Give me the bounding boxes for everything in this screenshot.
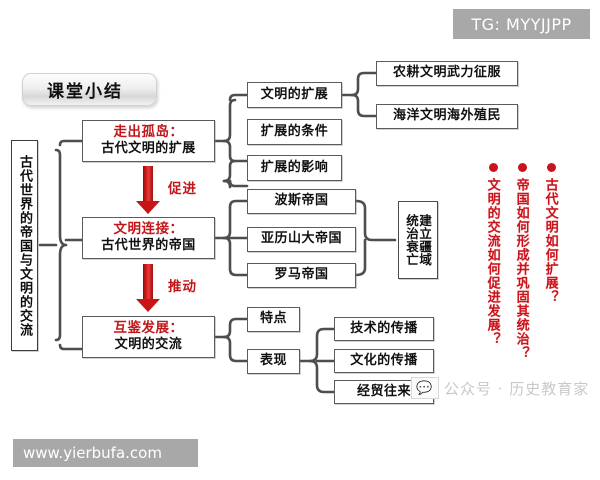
question-bullet-2	[518, 163, 527, 172]
node-persian-empire[interactable]: 波斯帝国	[247, 189, 356, 214]
main-node-2-title: 古代世界的帝国	[101, 237, 196, 253]
node-manifestations[interactable]: 表现	[247, 349, 300, 374]
main-node-2-title-red: 文明连接：	[113, 221, 184, 238]
site-watermark: www.yierbufa.com	[13, 439, 198, 467]
main-node-3-title-red: 互鉴发展：	[113, 320, 184, 337]
wechat-icon: 💬	[411, 377, 439, 399]
arrow-down-1	[136, 166, 160, 214]
question-bullet-1	[547, 163, 556, 172]
main-node-1[interactable]: 走出孤岛： 古代文明的扩展	[82, 120, 215, 162]
node-culture-spread[interactable]: 文化的传播	[334, 349, 434, 373]
empire-aspects-col-left: 统治衰亡	[404, 214, 419, 266]
main-node-1-title: 古代文明的扩展	[101, 140, 196, 156]
page-title: 课堂小结	[22, 73, 157, 106]
node-expansion-conditions[interactable]: 扩展的条件	[247, 119, 342, 145]
question-3: 文明的交流如何促进发展？	[484, 178, 500, 346]
tg-tag-watermark: TG: MYYJJPP	[453, 9, 590, 39]
node-civilization-expansion[interactable]: 文明的扩展	[247, 82, 342, 108]
main-node-3-title: 文明的交流	[114, 336, 183, 352]
main-node-1-title-red: 走出孤岛：	[113, 124, 184, 141]
arrow-down-2	[136, 264, 160, 312]
wechat-watermark: 💬 公众号 · 历史教育家	[411, 377, 589, 399]
node-maritime-colonization[interactable]: 海洋文明海外殖民	[376, 104, 518, 129]
node-alexander-empire[interactable]: 亚历山大帝国	[247, 227, 356, 252]
node-characteristics[interactable]: 特点	[247, 307, 300, 332]
question-1: 古代文明如何扩展？	[542, 178, 558, 304]
main-node-2[interactable]: 文明连接： 古代世界的帝国	[82, 217, 215, 259]
empire-aspects-col-right: 建立疆域	[417, 214, 433, 266]
node-empire-aspects[interactable]: 建立疆域 统治衰亡	[398, 201, 438, 279]
question-bullet-3	[489, 163, 498, 172]
root-node-label: 古代世界的帝国与文明的交流	[11, 140, 38, 351]
wechat-watermark-label: 公众号 · 历史教育家	[444, 379, 590, 398]
arrow-label-2: 推动	[168, 279, 197, 295]
node-tech-spread[interactable]: 技术的传播	[334, 317, 434, 341]
main-node-3[interactable]: 互鉴发展： 文明的交流	[82, 316, 215, 358]
node-expansion-impact[interactable]: 扩展的影响	[247, 155, 342, 181]
question-2: 帝国如何形成并巩固其统治？	[513, 178, 529, 360]
node-agrarian-conquest[interactable]: 农耕文明武力征服	[376, 61, 518, 86]
arrow-label-1: 促进	[168, 181, 197, 197]
node-roman-empire[interactable]: 罗马帝国	[247, 263, 356, 288]
